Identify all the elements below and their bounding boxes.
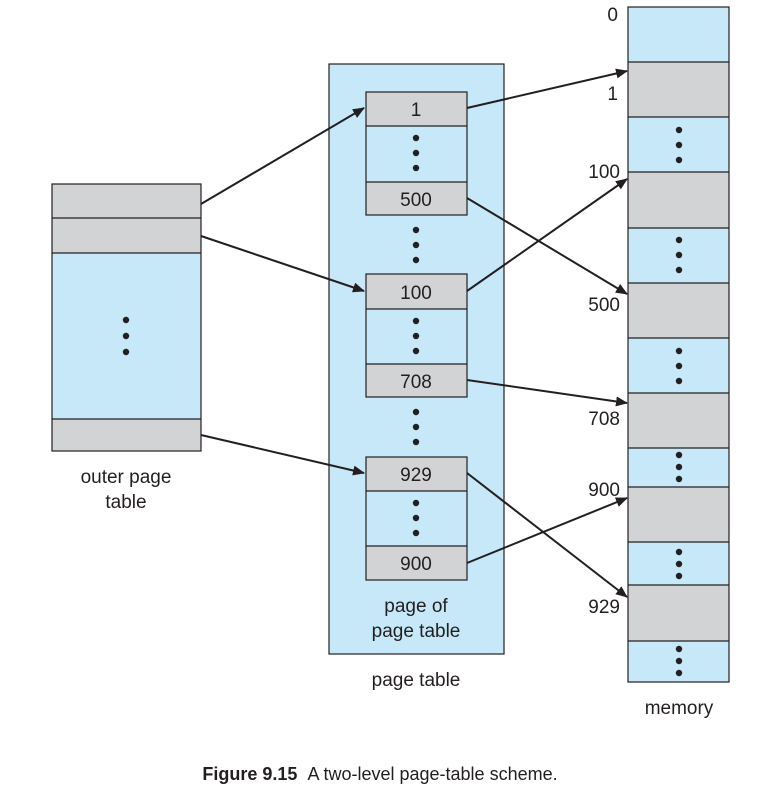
memory-frame-500 [628,283,729,338]
outer-page-table-label-line2: table [105,492,146,513]
arrow-outer0-to-page1 [200,107,365,205]
memory-address-0: 0 [607,5,618,26]
outer-page-table [51,183,202,452]
memory-frame-708 [628,393,729,448]
page-table-label: page table [372,670,461,691]
memory-address-900: 900 [588,480,620,501]
page-entry-1: 1 [411,100,422,121]
ellipsis-dots [412,134,420,172]
ellipsis-dots [412,408,420,446]
memory-address-500: 500 [588,295,620,316]
memory-address-1: 1 [607,84,618,105]
arrow-1-to-mem1 [466,68,628,109]
figure-caption-text: A two-level page-table scheme. [307,764,557,784]
memory-label: memory [645,698,714,719]
memory-address-929: 929 [588,597,620,618]
outer-entry-1 [52,218,201,253]
outer-entry-0 [52,184,201,218]
arrow-100-to-mem100 [466,178,628,292]
page-of-page-table-3: 929 900 [365,456,468,581]
arrow-outerlast-to-page929 [200,434,365,476]
ellipsis-dots [412,317,420,355]
pointer-arrows [200,68,628,598]
page-entry-500: 500 [400,190,432,211]
ellipsis-dots [675,126,683,677]
arrow-900-to-mem900 [466,497,628,564]
ellipsis-dots [412,226,420,264]
arrow-500-to-mem500 [466,197,628,295]
page-entry-900: 900 [400,554,432,575]
memory-frame-100 [628,172,729,228]
memory-column [627,6,730,683]
page-of-page-table-label-line1: page of [384,596,448,617]
page-of-page-table-1: 1 500 [365,91,468,216]
memory-address-708: 708 [588,409,620,430]
arrow-outer1-to-page100 [200,235,365,293]
page-entry-708: 708 [400,372,432,393]
memory-frame-900 [628,487,729,542]
ellipsis-dots [122,316,130,356]
page-of-page-table-2: 100 708 [365,273,468,398]
page-of-page-table-label-line2: page table [372,621,461,642]
figure-number: Figure 9.15 [202,764,297,784]
outer-entry-last [52,419,201,451]
page-entry-100: 100 [400,283,432,304]
page-entry-929: 929 [400,465,432,486]
memory-address-100: 100 [588,162,620,183]
ellipsis-dots [412,499,420,537]
arrow-708-to-mem708 [466,379,628,407]
figure-caption: Figure 9.15 A two-level page-table scheme… [202,764,557,784]
outer-page-table-label-line1: outer page [81,467,172,488]
memory-frame-929 [628,585,729,641]
arrow-929-to-mem929 [466,472,628,598]
memory-frame-1 [628,62,729,117]
